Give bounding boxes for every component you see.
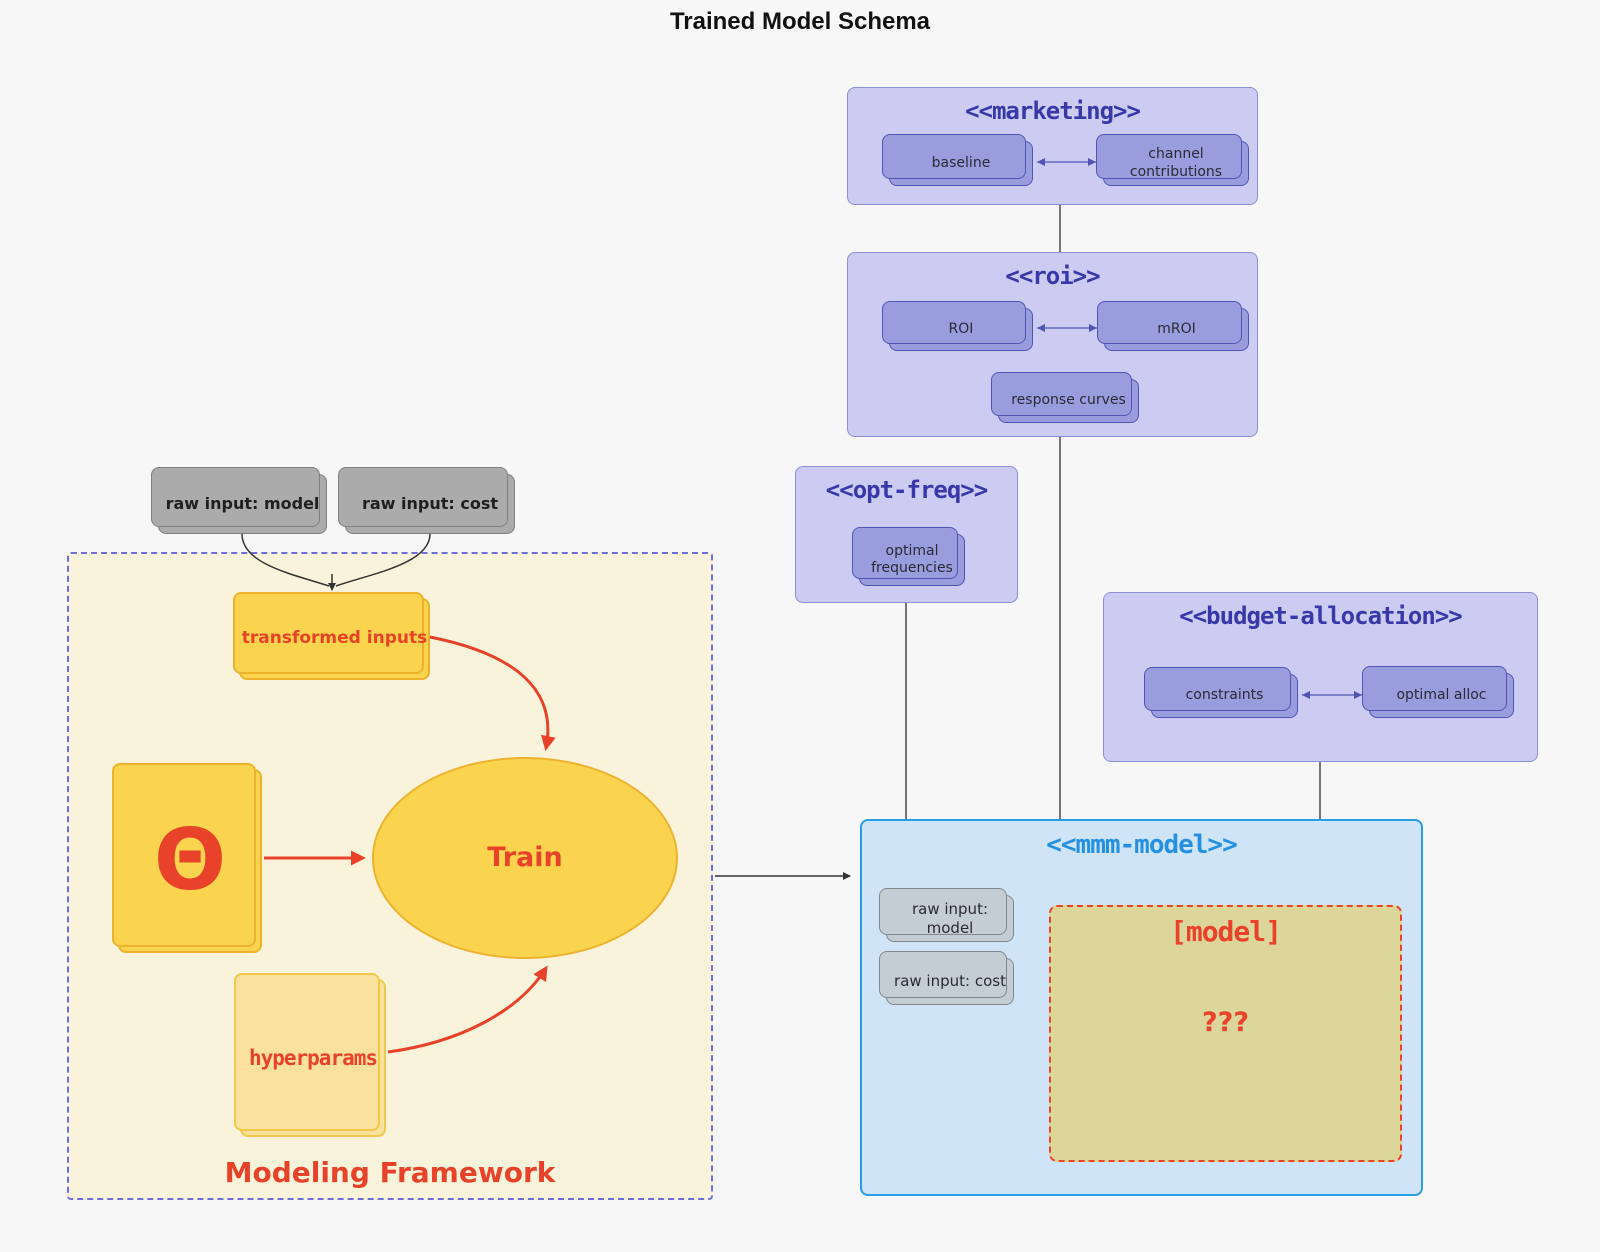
node-raw-input-cost: raw input: cost <box>338 467 515 534</box>
node-mmm-raw-input-model: raw input: model <box>879 888 1014 942</box>
container-opt-freq: <<opt-freq>> optimal frequencies <box>795 466 1018 603</box>
node-mmm-raw-input-cost: raw input: cost <box>879 951 1014 1005</box>
model-box-placeholder: ??? <box>1202 1007 1249 1038</box>
node-transformed-inputs: transformed inputs <box>233 592 430 680</box>
container-roi-title: <<roi>> <box>1005 262 1100 290</box>
container-budget-allocation-title: <<budget-allocation>> <box>1179 602 1462 630</box>
node-constraints: constraints <box>1144 667 1298 718</box>
container-marketing: <<marketing>> baseline channel contribut… <box>847 87 1258 205</box>
modeling-framework-label: Modeling Framework <box>224 1156 556 1189</box>
node-hyperparams: hyperparams <box>234 973 386 1137</box>
node-model-box: [model] ??? <box>1049 905 1402 1162</box>
node-roi: ROI <box>882 301 1033 351</box>
container-roi: <<roi>> ROI mROI response curves <box>847 252 1258 437</box>
model-box-label: [model] <box>1169 915 1282 948</box>
page-title: Trained Model Schema <box>669 8 931 35</box>
container-mmm-model: <<mmm-model>> raw input: model raw input… <box>860 819 1423 1196</box>
node-raw-input-model: raw input: model <box>151 467 327 534</box>
node-theta: Θ <box>112 763 262 953</box>
node-baseline: baseline <box>882 134 1033 186</box>
node-train: Train <box>372 757 678 959</box>
node-optimal-frequencies: optimal frequencies <box>852 527 965 586</box>
container-marketing-title: <<marketing>> <box>965 97 1141 125</box>
node-channel-contributions: channel contributions <box>1096 134 1249 186</box>
container-mmm-model-title: <<mmm-model>> <box>1046 830 1238 860</box>
node-optimal-alloc: optimal alloc <box>1362 666 1514 718</box>
node-response-curves: response curves <box>991 372 1139 423</box>
container-opt-freq-title: <<opt-freq>> <box>825 476 988 504</box>
node-mroi: mROI <box>1097 301 1249 351</box>
container-budget-allocation: <<budget-allocation>> constraints optima… <box>1103 592 1538 762</box>
